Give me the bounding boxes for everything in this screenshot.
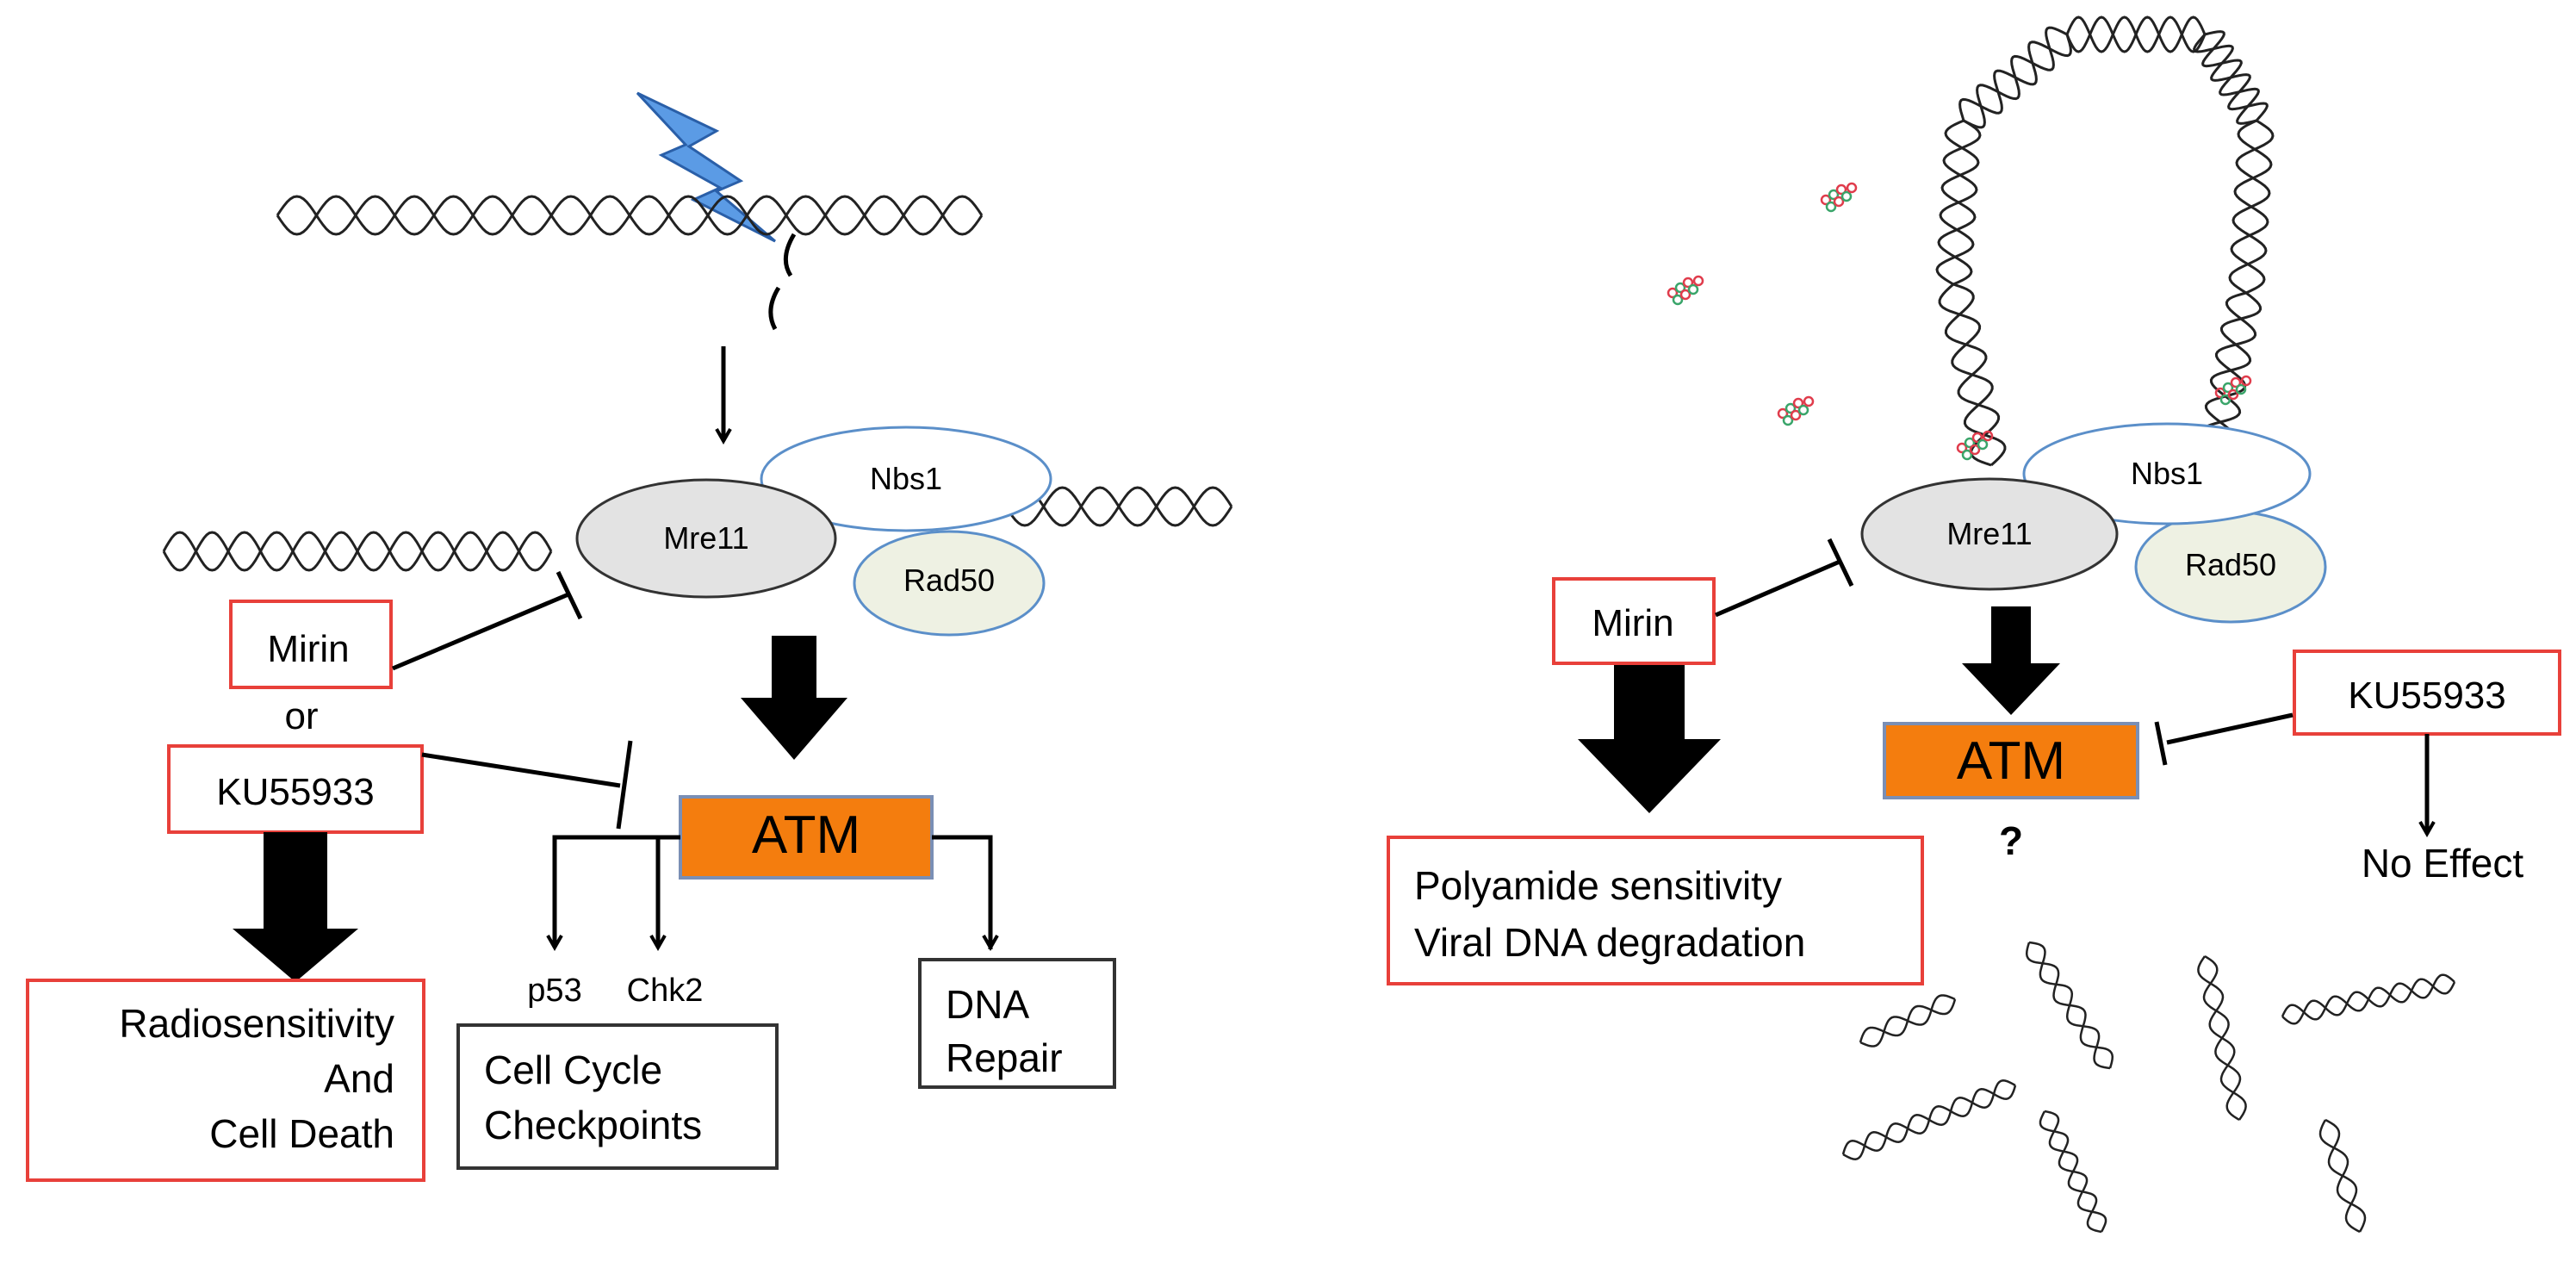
atm-box xyxy=(679,795,934,880)
mirin-label: Mirin xyxy=(1592,602,1673,644)
or-label: or xyxy=(284,695,318,737)
polyamide-icon xyxy=(1667,275,1704,306)
dna-strand xyxy=(1859,998,1957,1043)
dna-strand xyxy=(162,531,553,572)
mirin-inhibition-arrow xyxy=(1715,538,1854,618)
dna-fragments-group xyxy=(1841,941,2456,1234)
ku55933-label: KU55933 xyxy=(2348,675,2505,717)
dna-strand xyxy=(1841,1085,2017,1155)
dna-strand xyxy=(2065,16,2207,53)
dna-repair-text-line2: Repair xyxy=(946,1035,1063,1080)
ku55933-label: KU55933 xyxy=(216,771,374,813)
dna-strand xyxy=(276,195,984,236)
left-panel: Nbs1 Mre11 Rad50 ATM Mirin or KU55933 Ra… xyxy=(26,91,1233,1182)
mre11-label: Mre11 xyxy=(1946,516,2032,551)
dna-strand xyxy=(1944,283,2001,467)
dna-strand xyxy=(2228,119,2275,295)
dna-repair-outcome-box xyxy=(918,958,1116,1089)
lightning-icon xyxy=(636,91,776,243)
cell-cycle-text-line1: Cell Cycle xyxy=(484,1048,662,1092)
atm-box xyxy=(1883,722,2139,799)
radiosensitivity-text-line2: And xyxy=(324,1056,394,1101)
mirin-inhibitor-box xyxy=(229,600,393,689)
rad50-label: Rad50 xyxy=(2185,547,2276,582)
dna-strand xyxy=(2281,978,2456,1021)
nbs1-ellipse xyxy=(760,426,1052,532)
polyamide-icon xyxy=(2214,375,2252,406)
dna-strand xyxy=(2044,1110,2102,1234)
cell-cycle-text-line2: Checkpoints xyxy=(484,1103,702,1147)
polyamide-icon xyxy=(1820,182,1858,213)
ku55933-inhibition-arrow xyxy=(2154,712,2294,766)
polyamide-icon xyxy=(1777,395,1815,426)
mre11-ellipse xyxy=(575,478,837,599)
dna-strand xyxy=(1004,486,1233,527)
mre11-label: Mre11 xyxy=(663,520,748,556)
dna-strand xyxy=(2201,30,2260,125)
polyamide-text-line1: Polyamide sensitivity xyxy=(1414,863,1782,908)
p53-label: p53 xyxy=(527,973,581,1009)
mrn-to-atm-block-arrow xyxy=(1962,606,2060,715)
no-effect-label: No Effect xyxy=(2362,841,2524,886)
mirin-to-sensitivity-block-arrow xyxy=(1578,665,1721,813)
radiosensitivity-text-line3: Cell Death xyxy=(209,1111,394,1156)
rad50-label: Rad50 xyxy=(903,563,995,598)
dna-strand xyxy=(1935,119,1982,286)
polyamide-text-line2: Viral DNA degradation xyxy=(1414,920,1805,965)
dna-helix-icon xyxy=(1004,486,1233,527)
dna-strand xyxy=(2028,941,2111,1070)
dna-repair-text-line1: DNA xyxy=(946,982,1029,1027)
ku55933-inhibitor-box xyxy=(2293,650,2561,736)
dna-break-mark xyxy=(768,233,797,331)
dna-strand xyxy=(2199,291,2263,450)
right-panel: Nbs1 Mre11 Rad50 ATM ? Mirin Polyamide s… xyxy=(1387,16,2561,1234)
inhibitor-to-radiosensitivity-block-arrow xyxy=(233,832,358,982)
dna-helix-icon xyxy=(276,195,984,236)
dna-strand xyxy=(2325,1118,2361,1234)
mirin-inhibitor-box xyxy=(1552,577,1716,665)
chk2-label: Chk2 xyxy=(627,973,704,1009)
dna-strand xyxy=(2202,954,2242,1122)
ku55933-inhibition-arrow xyxy=(421,740,633,830)
dna-helix-icon xyxy=(1935,16,2275,467)
atm-question-mark: ? xyxy=(1999,818,2023,863)
atm-branch-lines xyxy=(552,835,993,949)
dna-strand xyxy=(1958,34,2072,121)
radiosensitivity-outcome-box xyxy=(26,979,425,1182)
nbs1-ellipse xyxy=(2022,422,2312,525)
radiosensitivity-text-line1: Radiosensitivity xyxy=(119,1001,394,1046)
mrn-to-atm-block-arrow xyxy=(741,636,847,760)
ku55933-inhibitor-box xyxy=(167,744,424,834)
nbs1-label: Nbs1 xyxy=(2131,456,2203,491)
atm-label: ATM xyxy=(1957,731,2065,791)
mirin-label: Mirin xyxy=(267,628,349,670)
rad50-ellipse xyxy=(853,530,1046,637)
nbs1-label: Nbs1 xyxy=(870,461,942,496)
mre11-ellipse xyxy=(1860,477,2119,591)
cell-cycle-outcome-box xyxy=(456,1023,779,1170)
mirin-inhibition-arrow xyxy=(392,570,583,671)
polyamide-sensitivity-outcome-box xyxy=(1387,836,1924,985)
atm-label: ATM xyxy=(752,805,860,865)
dna-helix-icon xyxy=(162,531,553,572)
